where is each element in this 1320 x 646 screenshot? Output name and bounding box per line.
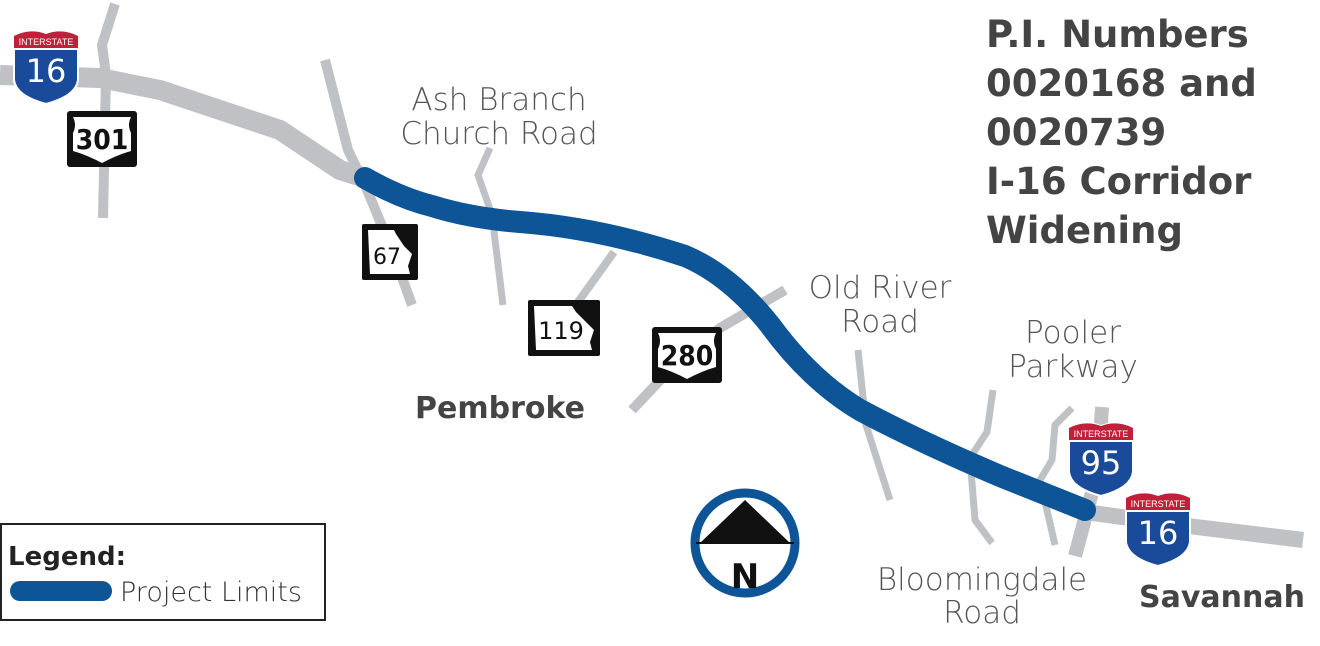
city-pembroke: Pembroke — [415, 391, 585, 426]
interstate-label: INTERSTATE — [19, 37, 74, 47]
label-pooler: Pooler — [1025, 315, 1121, 351]
road-ga119 — [574, 249, 618, 305]
title-line: Widening — [986, 209, 1183, 252]
map-title: P.I. Numbers 0020168 and 0020739 I-16 Co… — [986, 13, 1257, 252]
north-label: N — [731, 557, 759, 597]
i95-shield: INTERSTATE 95 — [1068, 422, 1134, 497]
title-line: 0020168 and — [986, 62, 1257, 105]
route-number: 16 — [1138, 514, 1179, 552]
ga119-shield: 119 — [528, 300, 600, 356]
label-old-river: Road — [841, 304, 919, 340]
project-limits-line — [354, 167, 1096, 521]
route-number: 95 — [1081, 444, 1122, 482]
label-ash-branch: Church Road — [400, 116, 597, 152]
north-arrow-icon: N — [690, 488, 800, 598]
route-number: 280 — [661, 339, 714, 372]
minor-roads — [97, 2, 1109, 558]
route-number: 119 — [538, 317, 584, 345]
ga67-shield: 67 — [362, 224, 418, 280]
interstate-label: INTERSTATE — [1074, 429, 1129, 439]
label-bloomingdale: Road — [943, 595, 1021, 631]
road-i16-west — [0, 65, 369, 188]
interstate-label: INTERSTATE — [1131, 499, 1186, 509]
title-line: 0020739 — [986, 111, 1166, 154]
road-ash-branch — [474, 146, 507, 306]
label-old-river: Old River — [809, 270, 952, 306]
road-i16-east — [1083, 504, 1304, 548]
title-line: P.I. Numbers — [986, 13, 1249, 56]
legend-item-label: Project Limits — [120, 577, 302, 608]
i16-west-shield: INTERSTATE 16 — [13, 30, 79, 105]
legend-title: Legend: — [8, 542, 126, 572]
label-pooler: Parkway — [1008, 349, 1138, 385]
road-bloomingdale — [1036, 405, 1075, 546]
i16-east-shield: INTERSTATE 16 — [1125, 492, 1191, 567]
route-number: 301 — [76, 123, 129, 156]
label-ash-branch: Ash Branch — [411, 82, 586, 118]
route-number: 67 — [373, 245, 401, 270]
us280-shield: 280 — [652, 327, 722, 383]
city-savannah: Savannah — [1139, 580, 1305, 615]
label-bloomingdale: Bloomingdale — [877, 562, 1087, 598]
title-line: I-16 Corridor — [986, 160, 1252, 203]
route-number: 16 — [26, 52, 67, 90]
legend: Legend: Project Limits — [0, 523, 326, 621]
us301-shield: 301 — [67, 111, 137, 167]
